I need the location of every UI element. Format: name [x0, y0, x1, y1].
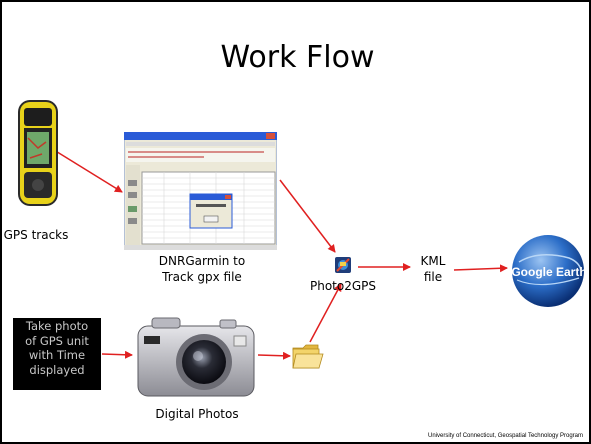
- dnrgarmin-screenshot: [124, 132, 277, 250]
- arrow-camera-to-folder: [257, 351, 291, 360]
- photo2gps-icon: [335, 257, 351, 273]
- kml-label-line1: KML: [420, 254, 446, 268]
- folder-icon: [292, 344, 324, 369]
- take-photo-line3: with Time: [28, 348, 86, 362]
- photo2gps-label: Photo2GPS: [309, 279, 377, 293]
- take-photo-line1: Take photo: [25, 319, 89, 333]
- take-photo-line2: of GPS unit: [25, 333, 89, 348]
- dnrgarmin-label-line1: DNRGarmin to: [158, 254, 246, 268]
- take-photo-box: Take photo of GPS unit with Time display…: [13, 318, 101, 390]
- google-earth-logo-text: Google Earth: [511, 265, 586, 279]
- take-photo-line4: displayed: [29, 362, 85, 377]
- digital-photos-label: Digital Photos: [155, 407, 239, 421]
- google-earth-logo: Google Earth: [511, 235, 587, 307]
- dnrgarmin-label-line2: Track gpx file: [162, 270, 242, 284]
- arrow-gps-to-dnrgarmin: [53, 149, 123, 193]
- kml-file-label: KML file: [410, 253, 456, 285]
- gps-device-icon: [18, 100, 58, 206]
- arrow-dnrgarmin-to-photo2gps: [279, 179, 336, 253]
- digital-camera-icon: [137, 317, 255, 397]
- dnrgarmin-label: DNRGarmin to Track gpx file: [142, 253, 262, 285]
- footer-credit: University of Connecticut, Geospatial Te…: [428, 433, 583, 439]
- arrow-folder-to-photo2gps: [309, 283, 342, 343]
- slide-title: Work Flow: [220, 40, 375, 75]
- arrow-blackbox-to-camera: [101, 350, 133, 359]
- gps-tracks-label: GPS tracks: [3, 228, 69, 242]
- kml-label-line2: file: [423, 270, 443, 284]
- arrow-kml-to-google-earth: [453, 264, 508, 273]
